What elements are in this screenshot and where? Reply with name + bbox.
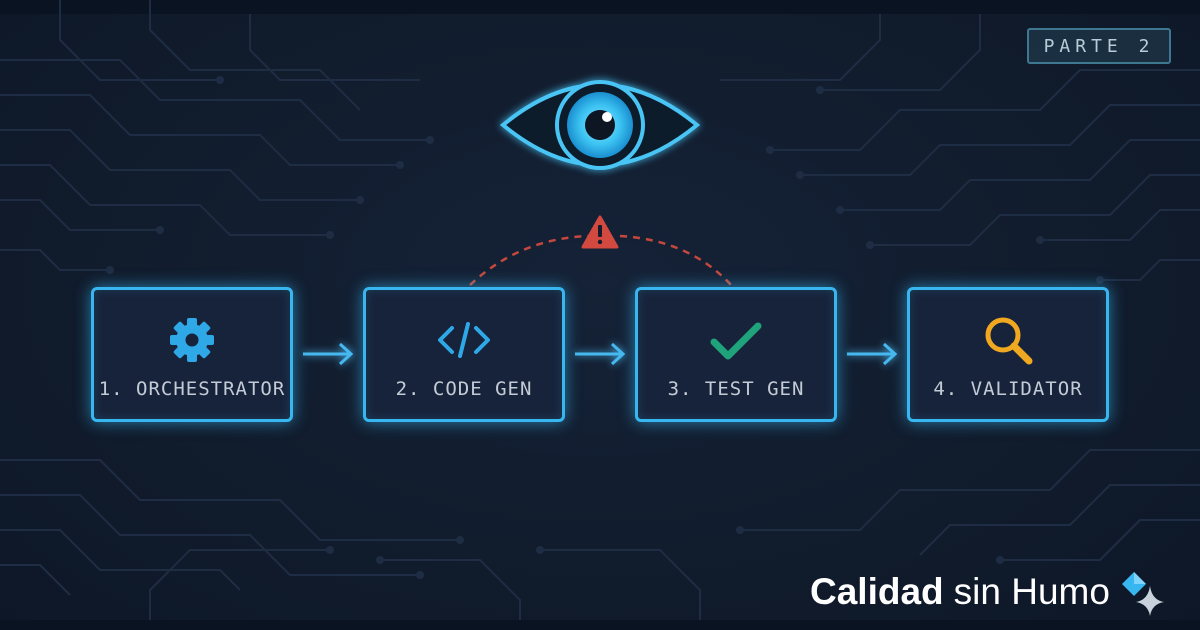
checkmark-icon xyxy=(710,322,762,360)
pipeline-node-test-gen: 3. TEST GEN xyxy=(635,287,837,422)
flow-arrow-1 xyxy=(303,342,354,366)
magnifier-icon xyxy=(985,317,1033,365)
pipeline-node-validator: 4. VALIDATOR xyxy=(907,287,1109,422)
pipeline-node-code-gen: 2. CODE GEN xyxy=(363,287,565,422)
gear-icon xyxy=(170,318,214,362)
brand-name-bold: Calidad xyxy=(810,571,944,612)
pipeline-node-orchestrator: 1. ORCHESTRATOR xyxy=(91,287,293,422)
bottom-border xyxy=(0,620,1200,630)
eye-icon xyxy=(499,80,701,170)
feedback-arc xyxy=(469,234,733,287)
node-label: 2. CODE GEN xyxy=(395,378,533,400)
brand-name-regular: sin Humo xyxy=(953,571,1110,612)
node-label: 4. VALIDATOR xyxy=(933,378,1083,400)
brand-logo: Calidad sin Humo xyxy=(810,570,1166,616)
part-badge: PARTE 2 xyxy=(1027,28,1171,64)
warning-icon xyxy=(581,215,619,249)
node-label: 1. ORCHESTRATOR xyxy=(98,378,286,400)
top-border xyxy=(0,0,1200,14)
sparkle-diamond-icon xyxy=(1121,572,1164,616)
flow-arrow-3 xyxy=(847,342,898,366)
code-icon xyxy=(438,322,490,358)
node-label: 3. TEST GEN xyxy=(667,378,805,400)
flow-arrow-2 xyxy=(575,342,626,366)
